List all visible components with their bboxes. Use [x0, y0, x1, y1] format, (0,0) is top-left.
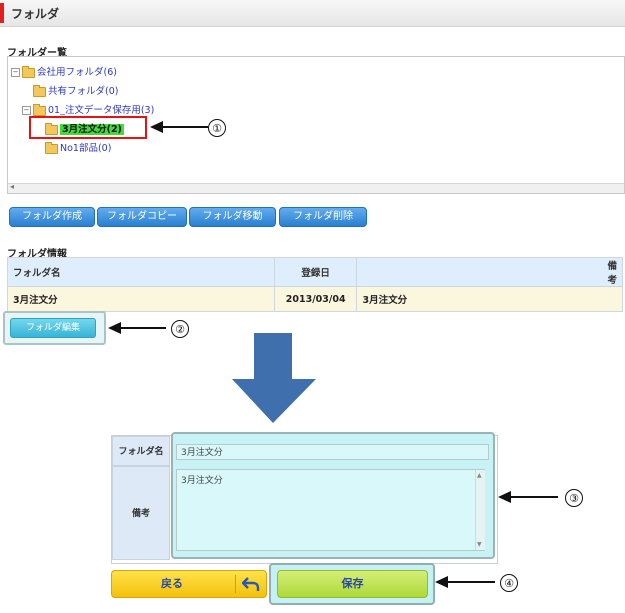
- folder-info-table: フォルダ名 登録日 備考 3月注文分 2013/03/04 3月注文分: [7, 257, 623, 312]
- column-header-note: 備考: [356, 257, 623, 287]
- collapse-toggle-icon[interactable]: −: [22, 106, 31, 115]
- collapse-toggle-icon[interactable]: −: [11, 68, 20, 77]
- folder-icon: [45, 141, 58, 154]
- scroll-down-icon[interactable]: ▼: [477, 541, 482, 548]
- annotation-number-3: ③: [565, 489, 583, 507]
- highlight-box-selected-folder: [29, 116, 147, 139]
- folder-tree: − 会社用フォルダ(6) 共有フォルダ(0) − 01_注文データ保存用(3) 3月…: [7, 56, 625, 194]
- annotation-arrow-icon: [498, 491, 558, 503]
- tree-node-label-selected: 3月注文分(2): [60, 124, 124, 135]
- folder-list-title: フォルダー覧: [7, 48, 67, 59]
- folder-icon: [45, 122, 58, 135]
- note-textarea[interactable]: 3月注文分: [176, 469, 485, 551]
- create-folder-button[interactable]: フォルダ作成: [9, 207, 95, 227]
- delete-folder-button[interactable]: フォルダ削除: [279, 207, 367, 227]
- save-button[interactable]: 保存: [277, 570, 428, 598]
- form-label-note: 備考: [112, 466, 170, 560]
- tree-node-march-orders[interactable]: 3月注文分(2): [45, 121, 124, 135]
- cell-note: 3月注文分: [356, 286, 623, 312]
- header-accent-bar: [0, 3, 4, 23]
- annotation-number-1: ①: [208, 119, 226, 137]
- page-title: フォルダ: [11, 7, 60, 21]
- move-folder-button[interactable]: フォルダ移動: [189, 207, 276, 227]
- scroll-left-icon[interactable]: ◂: [10, 182, 15, 191]
- page-header: フォルダ: [0, 0, 625, 27]
- annotation-arrow-icon: [150, 121, 208, 133]
- edit-folder-button[interactable]: フォルダ編集: [10, 318, 96, 338]
- back-button[interactable]: 戻る: [111, 570, 267, 598]
- tree-node-label: 会社用フォルダ(6): [37, 67, 117, 78]
- folder-name-input[interactable]: 3月注文分: [176, 444, 489, 460]
- annotation-number-2: ②: [171, 320, 189, 338]
- form-label-name: フォルダ名: [112, 436, 170, 466]
- tree-node-label: 共有フォルダ(0): [48, 86, 119, 97]
- undo-arrow-icon: [242, 577, 260, 591]
- cell-date: 2013/03/04: [273, 286, 358, 312]
- folder-icon: [33, 84, 46, 97]
- tree-node-label: No1部品(0): [60, 143, 112, 154]
- tree-node-shared[interactable]: 共有フォルダ(0): [33, 83, 118, 97]
- back-button-label: 戻る: [161, 577, 183, 590]
- folder-icon: [22, 65, 35, 78]
- folder-icon: [33, 103, 46, 116]
- scroll-up-icon[interactable]: ▲: [477, 472, 482, 479]
- folder-info-title: フォルダ情報: [7, 249, 67, 260]
- tree-node-no1-parts[interactable]: No1部品(0): [45, 140, 111, 154]
- column-header-name: フォルダ名: [7, 257, 275, 287]
- annotation-number-4: ④: [500, 574, 518, 592]
- table-row: 3月注文分 2013/03/04 3月注文分: [7, 286, 623, 312]
- down-arrow-icon: [232, 333, 316, 423]
- table-header-row: フォルダ名 登録日 備考: [7, 257, 623, 287]
- button-divider: [235, 575, 236, 593]
- copy-folder-button[interactable]: フォルダコピー: [97, 207, 187, 227]
- column-header-date: 登録日: [273, 257, 358, 287]
- cell-name: 3月注文分: [7, 286, 275, 312]
- horizontal-scrollbar[interactable]: ◂: [8, 182, 624, 193]
- tree-node-company[interactable]: − 会社用フォルダ(6): [11, 64, 117, 78]
- tree-node-orders[interactable]: − 01_注文データ保存用(3): [22, 102, 154, 116]
- textarea-scrollbar[interactable]: ▲ ▼: [475, 470, 485, 550]
- annotation-arrow-icon: [435, 576, 495, 588]
- annotation-arrow-icon: [108, 322, 166, 334]
- tree-node-label: 01_注文データ保存用(3): [48, 105, 155, 116]
